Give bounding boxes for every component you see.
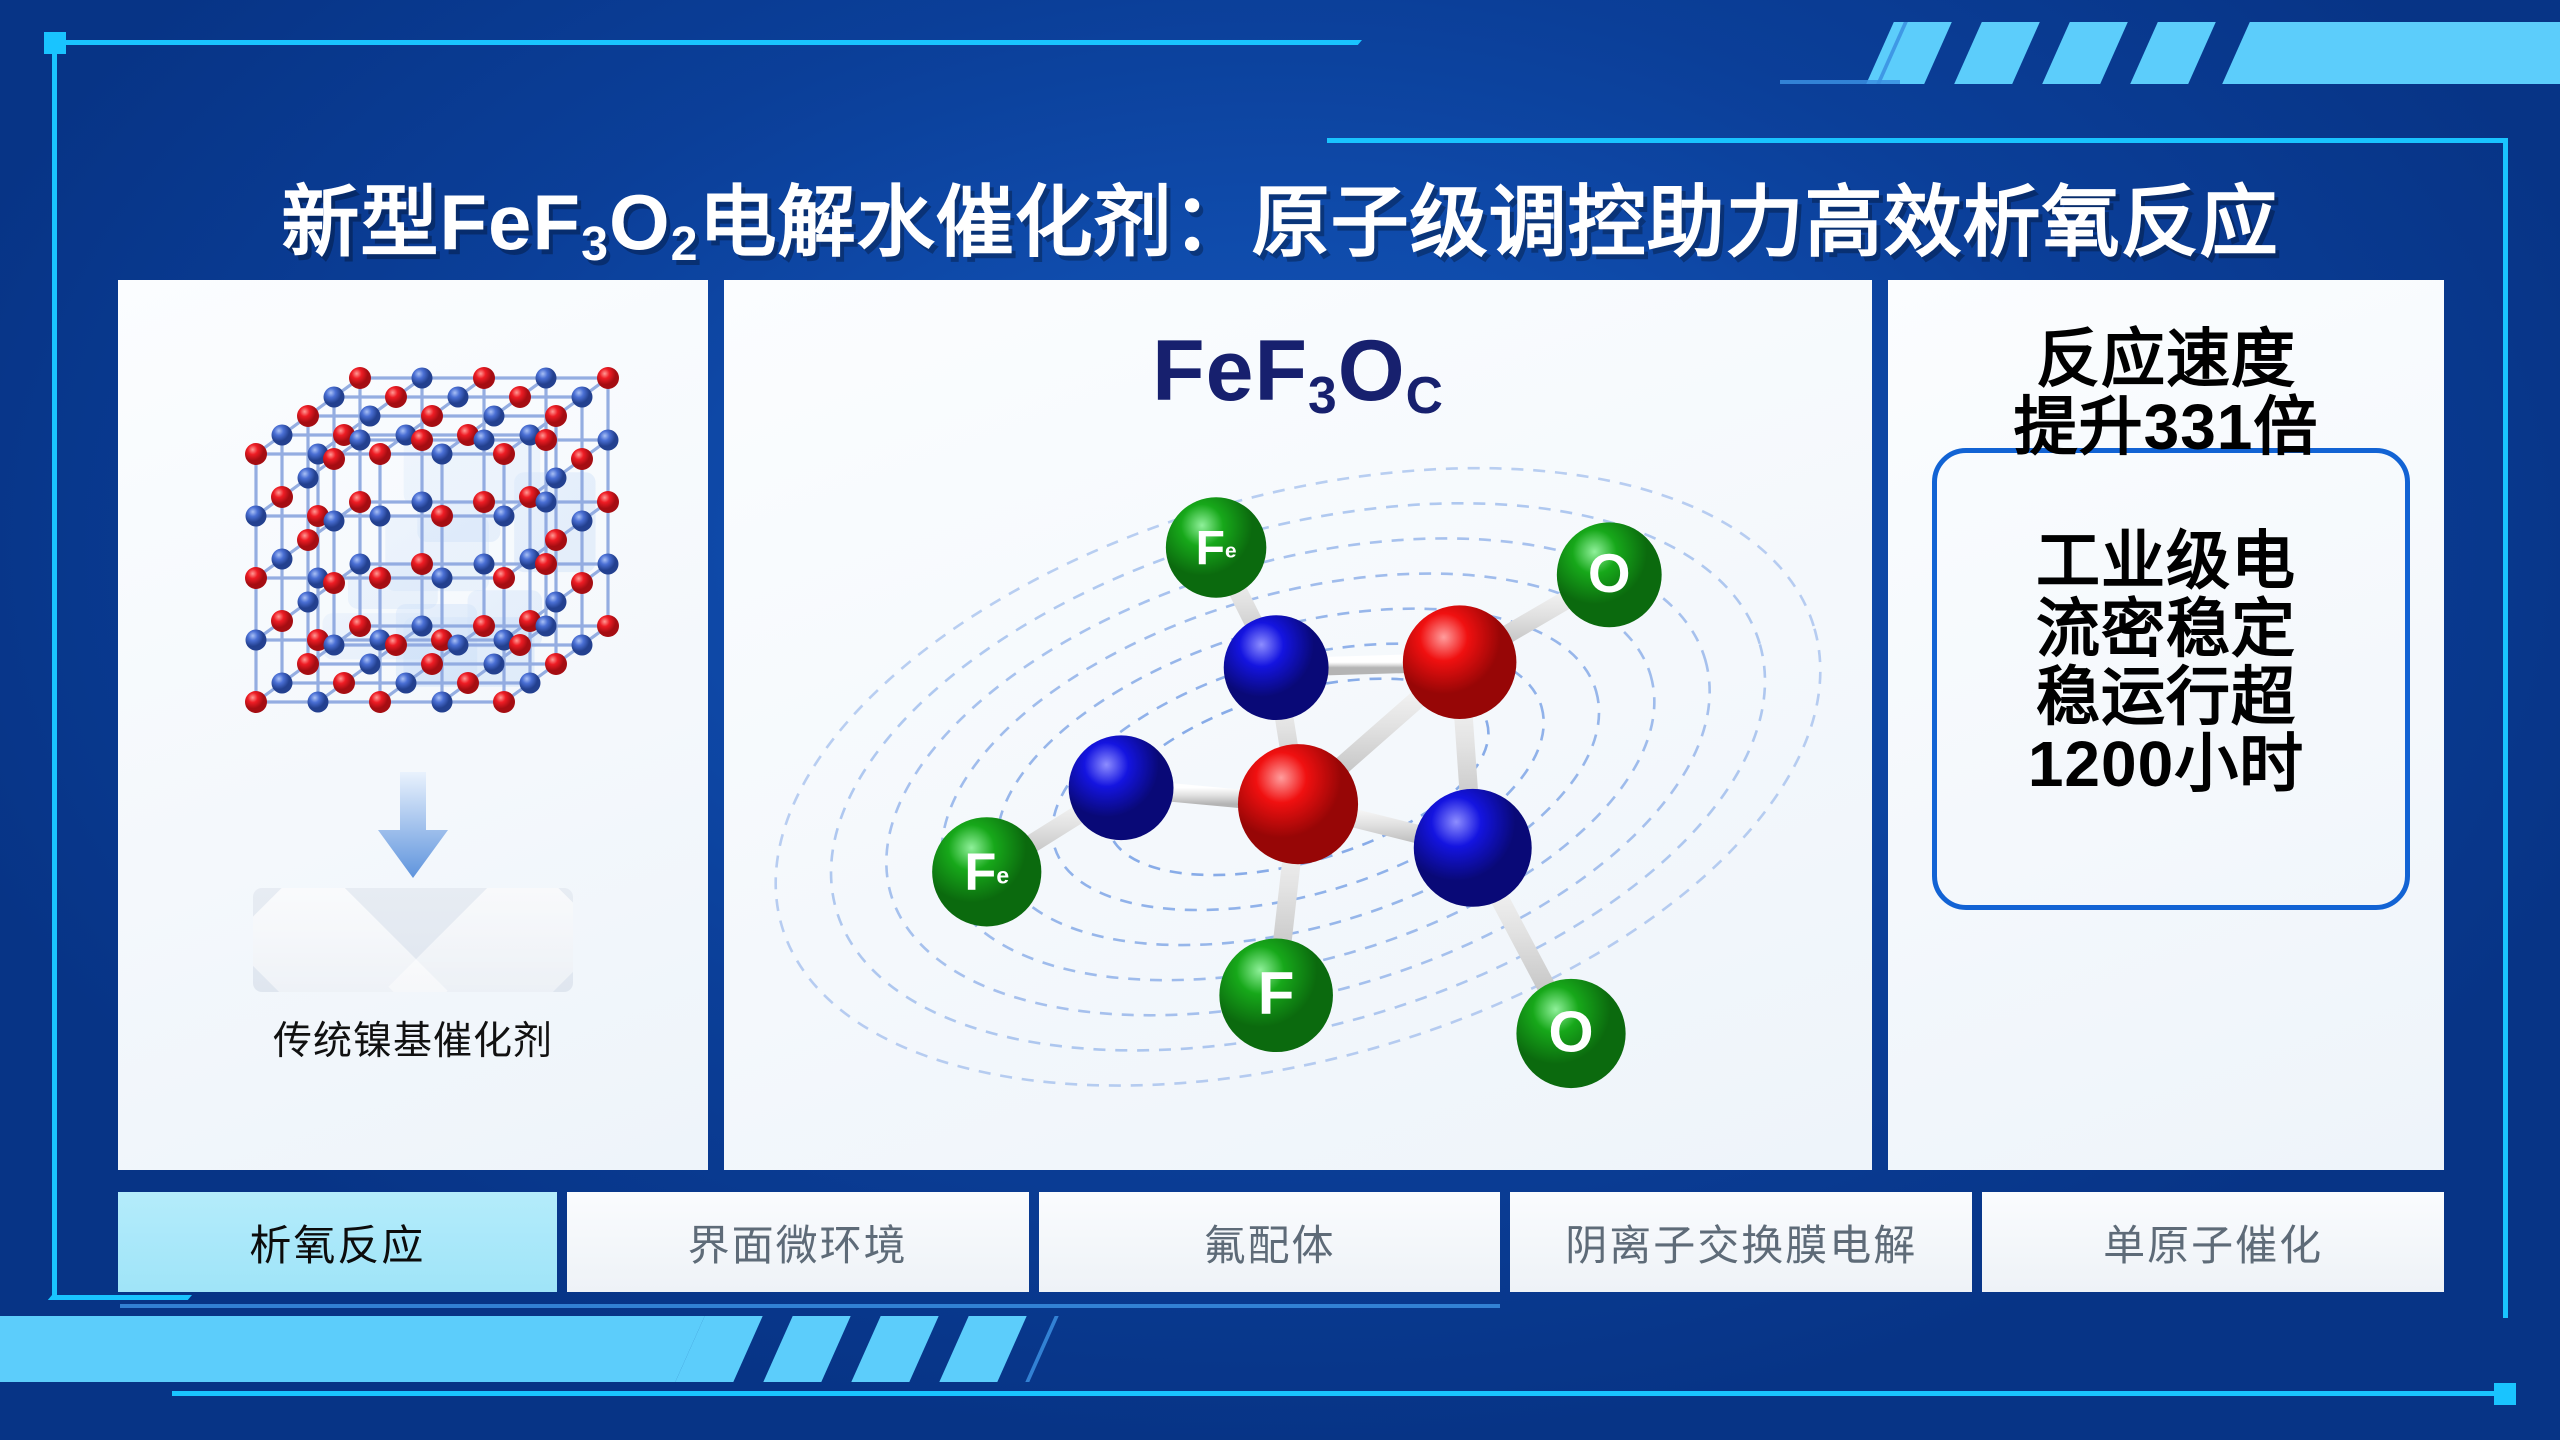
metric-speed: 反应速度 提升331倍 — [1888, 326, 2444, 462]
atom-fluorine-iron: Fe — [1166, 497, 1266, 597]
panel-traditional-catalyst: 传统镍基催化剂 — [118, 280, 708, 1170]
atom-oxygen-red — [1238, 744, 1358, 864]
atom-fluorine-iron: Fe — [932, 817, 1041, 926]
title-sub-2: 2 — [671, 217, 699, 271]
atom-fluorine: F — [1219, 938, 1333, 1052]
metric-stability-line2: 流密稳定 — [1888, 596, 2444, 664]
title-sub-3: 3 — [581, 217, 609, 271]
tab-anion-exchange-membrane[interactable]: 阴离子交换膜电解 — [1510, 1192, 1972, 1292]
metric-speed-line1: 反应速度 — [1888, 326, 2444, 394]
atom-oxygen-red — [1403, 605, 1517, 719]
metric-stability-line3: 稳运行超 — [1888, 664, 2444, 732]
molecule-diagram: FeOFeFO — [724, 340, 1872, 1170]
substrate-slab-icon — [253, 888, 573, 992]
atom-oxygen: O — [1516, 979, 1625, 1088]
tab-oxygen-evolution[interactable]: 析氧反应 — [118, 1192, 557, 1292]
metric-stability-line1: 工业级电 — [1888, 528, 2444, 596]
atom-iron-blue — [1224, 615, 1329, 720]
atom-iron-blue — [1414, 789, 1532, 907]
down-arrow-icon — [370, 772, 456, 880]
atom-iron-blue — [1069, 735, 1174, 840]
metric-speed-line2: 提升331倍 — [1888, 394, 2444, 462]
metric-stability-line4: 1200小时 — [1888, 731, 2444, 799]
lattice-illustration — [118, 334, 708, 764]
atom-oxygen: O — [1557, 522, 1662, 627]
title-part-2: O — [609, 178, 671, 266]
tab-interface-microenvironment[interactable]: 界面微环境 — [567, 1192, 1029, 1292]
tab-single-atom-catalysis[interactable]: 单原子催化 — [1982, 1192, 2444, 1292]
left-panel-caption: 传统镍基催化剂 — [118, 1010, 708, 1066]
panel-molecule: FeF3OC — [724, 280, 1872, 1170]
svg-text:O: O — [1549, 1001, 1594, 1065]
title-part-3: 电解水催化剂：原子级调控助力高效析氧反应 — [699, 178, 2279, 266]
tab-fluorine-ligand[interactable]: 氟配体 — [1039, 1192, 1501, 1292]
title-part-1: 新型FeF — [281, 178, 581, 266]
svg-text:F: F — [1258, 960, 1295, 1027]
page-title: 新型FeF3O2电解水催化剂：原子级调控助力高效析氧反应 — [0, 160, 2560, 272]
corner-node-top-left — [44, 32, 66, 54]
panel-key-metrics: 反应速度 提升331倍 工业级电 流密稳定 稳运行超 1200小时 — [1888, 280, 2444, 1170]
metric-stability: 工业级电 流密稳定 稳运行超 1200小时 — [1888, 528, 2444, 799]
tab-bar[interactable]: 析氧反应 界面微环境 氟配体 阴离子交换膜电解 单原子催化 — [118, 1192, 2444, 1292]
panel-row: 传统镍基催化剂 FeF3OC — [118, 280, 2444, 1170]
crystal-lattice-icon — [198, 334, 628, 754]
svg-text:O: O — [1588, 543, 1630, 604]
corner-node-bottom-right — [2494, 1383, 2516, 1405]
